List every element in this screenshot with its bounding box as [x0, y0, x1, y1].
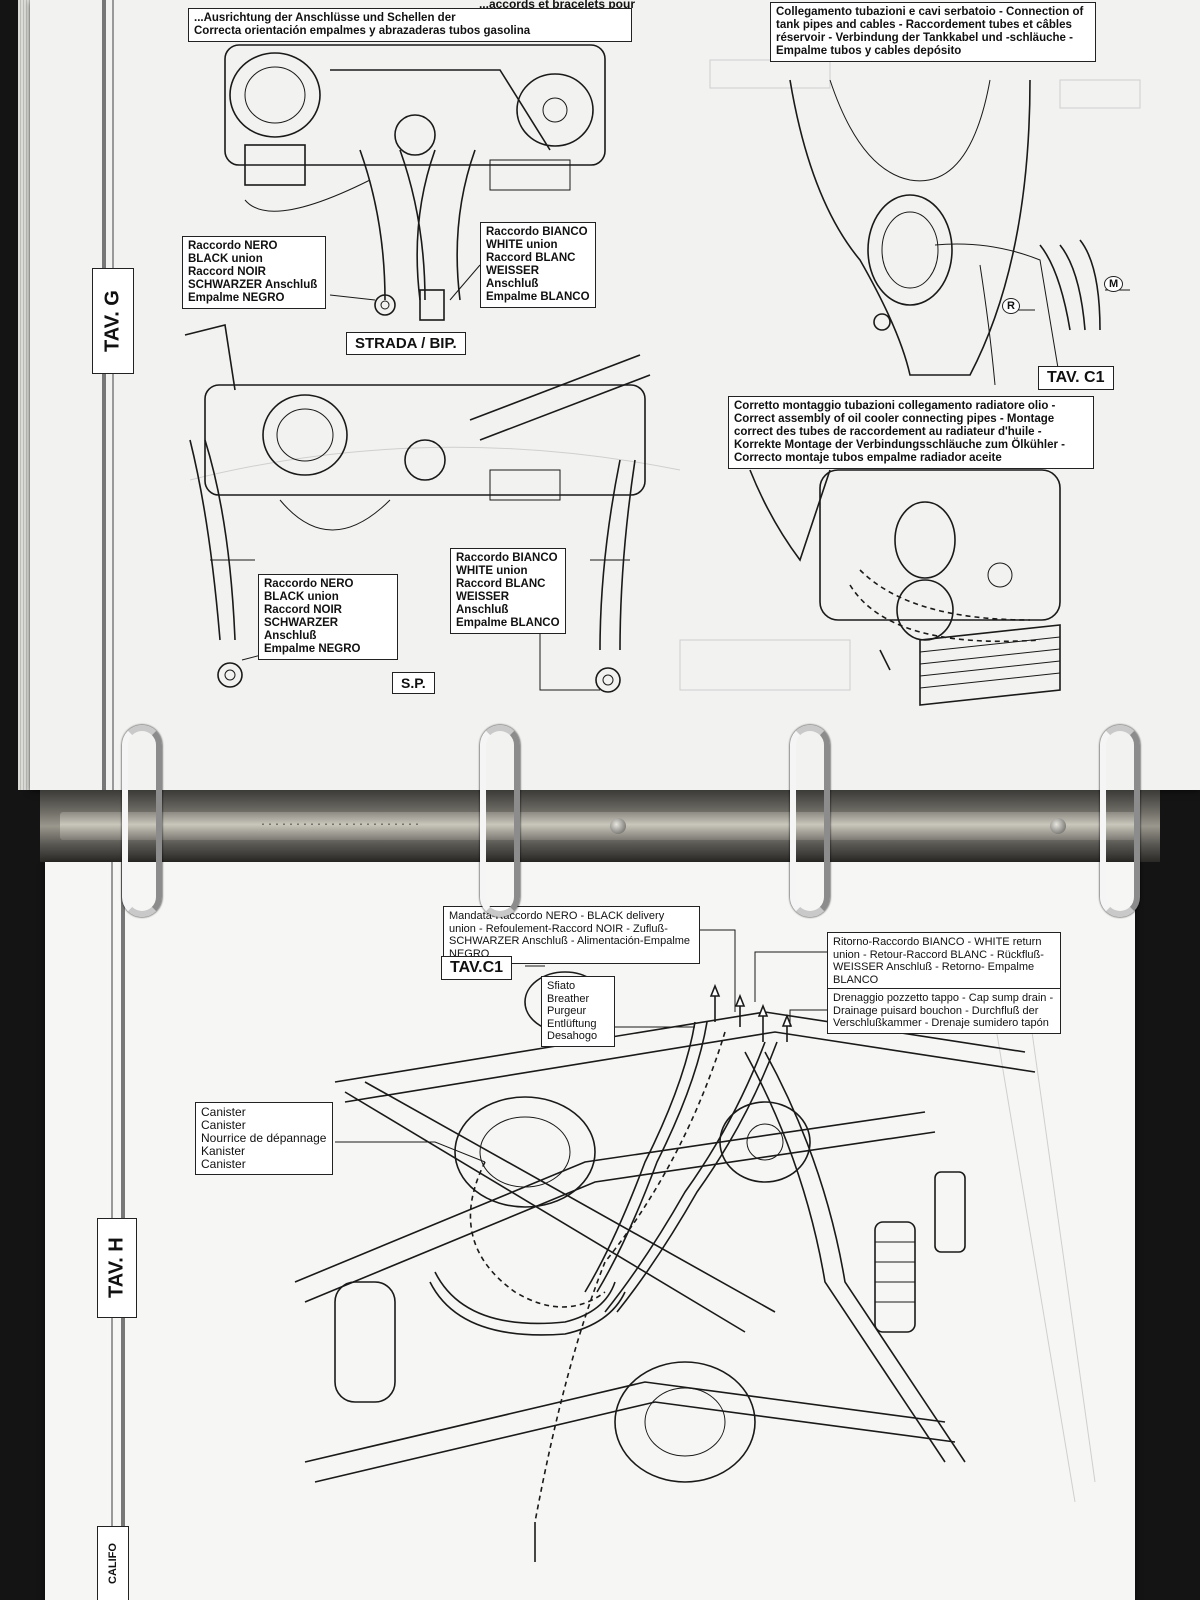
mandata-black-union-label: Mandata-Raccordo NERO - BLACK delivery u…	[443, 906, 700, 964]
drain-cap-sump-label: Drenaggio pozzetto tappo - Cap sump drai…	[827, 988, 1061, 1034]
tank-connection-caption: Collegamento tubazioni e cavi serbatoio …	[770, 2, 1096, 62]
binder-rivet	[610, 818, 626, 834]
binder-bar-text: ·······················	[260, 820, 422, 831]
tav-c1-tag-top: TAV. C1	[1038, 366, 1114, 390]
ritorno-white-union-label: Ritorno-Raccordo BIANCO - WHITE return u…	[827, 932, 1061, 990]
header-caption-partial: ...Ausrichtung der Anschlüsse und Schell…	[188, 8, 632, 42]
binder-ring	[1100, 725, 1140, 917]
fuel-line-diagrams	[184, 44, 1141, 706]
black-union-label-sp: Raccordo NERO BLACK union Raccord NOIR S…	[258, 574, 398, 660]
canister-label: Canister Canister Nourrice de dépannage …	[195, 1102, 333, 1175]
engine-vent-diagram	[294, 929, 1096, 1562]
binder-ring	[790, 725, 830, 917]
page-stripe-thin	[112, 0, 114, 790]
marker-r: R	[1002, 298, 1020, 314]
breather-label: Sfiato Breather Purgeur Entlüftung Desah…	[541, 976, 615, 1047]
manual-page-bottom: TAV. H CALIFO	[45, 862, 1135, 1600]
manual-page-top: TAV. G ...accords et bracelets pour ...A…	[30, 0, 1200, 790]
binder-ring	[122, 725, 162, 917]
header-caption-partial-top: ...accords et bracelets pour	[478, 0, 635, 11]
binder-ring	[480, 725, 520, 917]
white-union-label-strada: Raccordo BIANCO WHITE union Raccord BLAN…	[480, 222, 596, 308]
oil-cooler-caption: Corretto montaggio tubazioni collegament…	[728, 396, 1094, 469]
tav-c1-tag-bottom: TAV.C1	[441, 956, 513, 980]
sp-label: S.P.	[392, 672, 435, 694]
black-union-label-strada: Raccordo NERO BLACK union Raccord NOIR S…	[182, 236, 326, 309]
page-stripe	[102, 0, 106, 790]
marker-m: M	[1104, 276, 1124, 292]
white-union-label-sp: Raccordo BIANCO WHITE union Raccord BLAN…	[450, 548, 566, 634]
binder-bar	[60, 812, 1140, 840]
binder-rivet	[1050, 818, 1066, 834]
strada-bip-label: STRADA / BIP.	[346, 332, 466, 355]
